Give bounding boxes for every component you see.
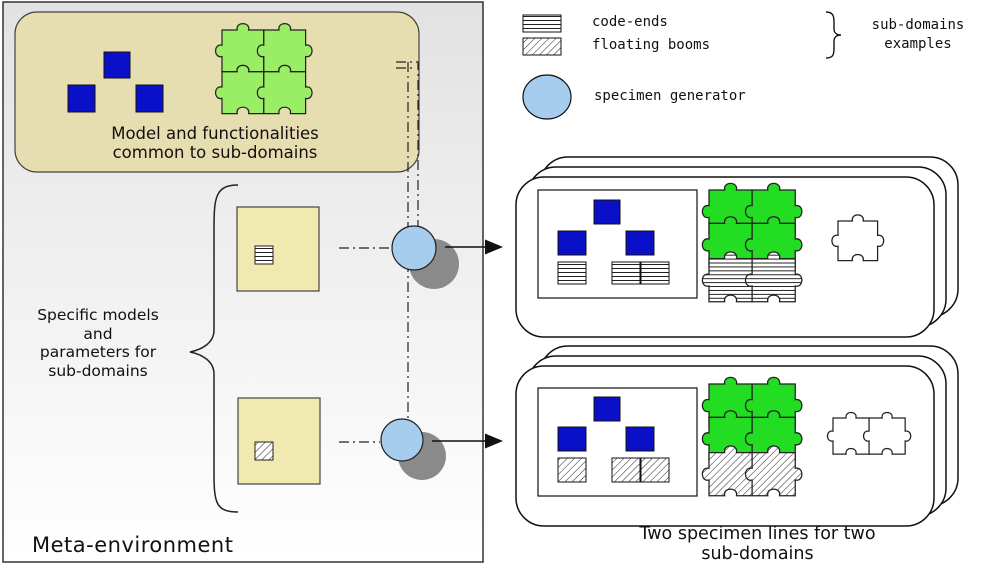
legend-group-line2: examples bbox=[884, 35, 952, 52]
output-caption-line1: Two specimen lines for two bbox=[639, 524, 876, 544]
legend-floating-booms-label: floating booms bbox=[592, 37, 711, 53]
output-caption-line2: sub-domains bbox=[701, 544, 814, 564]
legend-brace bbox=[825, 11, 842, 59]
specimen-line-2-extra-pieces bbox=[826, 411, 912, 455]
specific-models-brace bbox=[189, 184, 239, 513]
specific-box-floating-booms bbox=[237, 397, 321, 485]
specimen-line-1-puzzle bbox=[701, 182, 803, 303]
common-box-caption-line1: Model and functionalities bbox=[111, 124, 319, 143]
specimen-line-1-extra-piece bbox=[831, 214, 885, 262]
specific-caption-line2: and bbox=[83, 324, 113, 343]
common-puzzle-icon bbox=[214, 22, 313, 115]
specific-box-code-ends bbox=[236, 206, 320, 292]
legend-code-ends-swatch bbox=[522, 14, 562, 33]
specific-caption-line1: Specific models bbox=[37, 306, 159, 324]
specific-caption-line4: sub-domains bbox=[48, 361, 148, 380]
legend-specimen-generator-label: specimen generator bbox=[594, 88, 746, 104]
specimen-line-2-model bbox=[537, 387, 698, 497]
specific-models-caption: Specific models and parameters for sub-d… bbox=[18, 306, 178, 380]
common-box-caption-line2: common to sub-domains bbox=[112, 142, 318, 162]
common-box-caption: Model and functionalities common to sub-… bbox=[35, 124, 395, 163]
legend-code-ends-label: code-ends bbox=[592, 14, 668, 30]
specimen-generator-2 bbox=[380, 418, 446, 480]
specimen-generator-1 bbox=[391, 225, 459, 289]
specific-caption-line3: parameters for bbox=[39, 343, 157, 362]
output-caption: Two specimen lines for two sub-domains bbox=[560, 524, 955, 564]
specimen-line-2-puzzle bbox=[701, 376, 803, 497]
specimen-line-1-model bbox=[537, 189, 698, 299]
legend-group-label: sub-domains examples bbox=[858, 16, 978, 54]
meta-environment-label: Meta-environment bbox=[32, 533, 234, 557]
legend-group-line1: sub-domains bbox=[871, 17, 965, 33]
legend-generator-swatch bbox=[522, 74, 572, 120]
model-hierarchy-icon bbox=[67, 51, 164, 113]
legend-floating-booms-swatch bbox=[522, 37, 562, 56]
